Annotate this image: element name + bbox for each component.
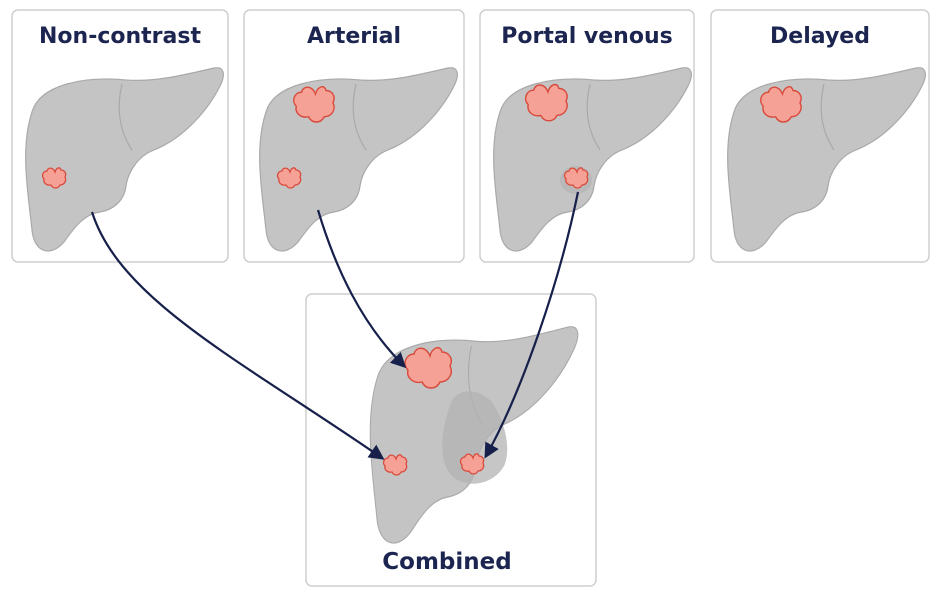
panel-delayed: Delayed [710, 9, 930, 263]
panel-title: Delayed [770, 24, 870, 49]
panel-arterial: Arterial [243, 9, 465, 263]
panel-portal-venous: Portal venous [479, 9, 695, 263]
panel-non-contrast: Non-contrast [11, 9, 229, 263]
panel-title: Combined [382, 549, 511, 575]
panel-title: Non-contrast [39, 24, 201, 49]
arrow-arterial-to-combined [316, 209, 407, 369]
arrow-portal-venous-to-combined [484, 191, 580, 459]
arrows [90, 191, 580, 460]
panel-combined: Combined [305, 293, 597, 587]
panel-title: Arterial [307, 24, 401, 49]
panel-title: Portal venous [501, 24, 672, 49]
arrow-non-contrast-to-combined [90, 211, 385, 460]
caudate-lobe-region [442, 391, 508, 484]
